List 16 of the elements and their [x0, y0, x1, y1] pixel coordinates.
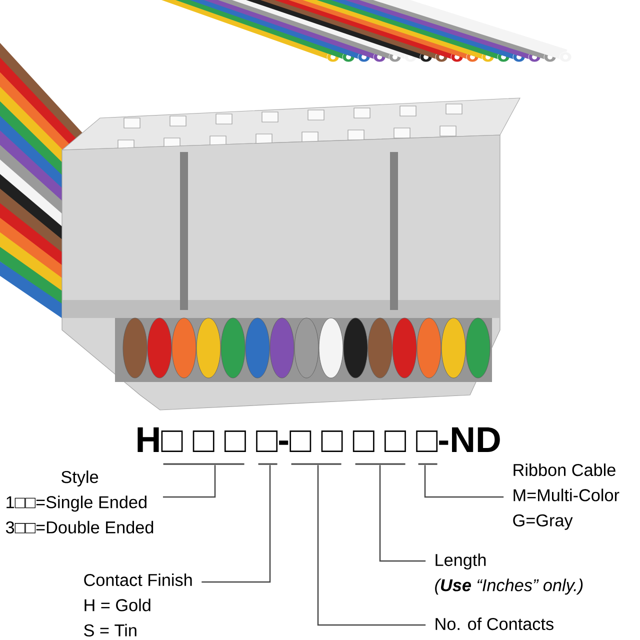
leader-line — [424, 465, 504, 498]
leader-line — [162, 465, 216, 498]
underline-bracket — [355, 463, 406, 465]
description-text: No. of Contacts — [436, 618, 554, 630]
underline-bracket — [291, 463, 342, 465]
underline-bracket — [258, 463, 278, 465]
description-text: Ribbon Cable M=Multi-Color G=Gray — [513, 463, 620, 530]
leader-line — [317, 465, 426, 626]
part-number: H□ □ □ □-□ □ □ □ □-ND — [138, 427, 500, 452]
leader-line — [379, 465, 426, 562]
underline-bracket — [418, 463, 438, 465]
leader-line — [202, 465, 271, 583]
underline-bracket — [163, 463, 244, 465]
description-text: Contact Finish H = Gold S = Tin — [84, 573, 192, 636]
description-text: Style 1□□=Single Ended 3□□=Double Ended — [6, 470, 154, 534]
description-text: Length (Use “Inches” only.) — [435, 553, 583, 595]
